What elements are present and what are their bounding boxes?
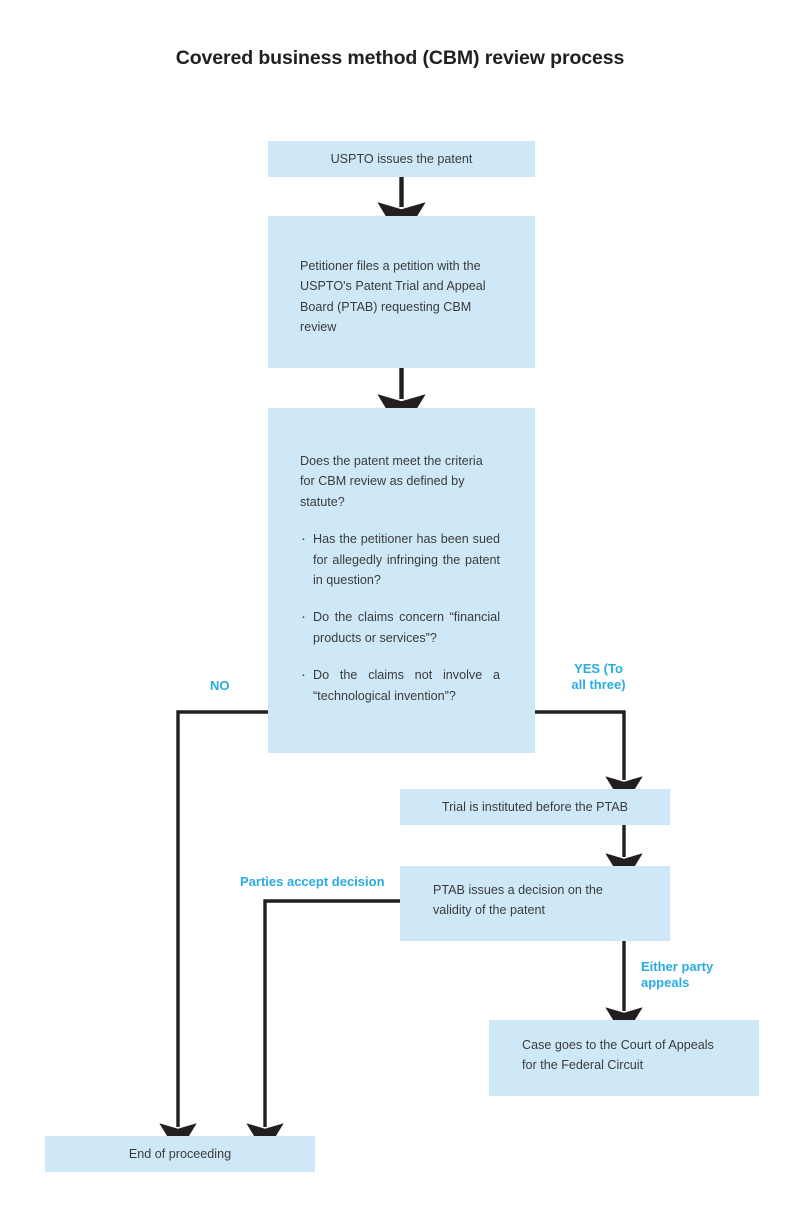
edge-criteria-yes-to-trial	[535, 710, 643, 807]
edge-label-parties-accept-decision: Parties accept decision	[240, 874, 385, 889]
node-criteria-bullet-list: Has the petitioner has been sued for all…	[300, 528, 500, 706]
edge-label-either-party-appeals: Either party appeals	[641, 959, 714, 991]
edge-criteria-no-to-end	[159, 710, 268, 1154]
edge-label-yes: YES (To all three)	[571, 661, 626, 693]
node-petition-label: Petitioner files a petition with the USP…	[300, 259, 486, 335]
edge-label-no: NO	[210, 678, 230, 693]
node-petitioner-files-petition[interactable]: Petitioner files a petition with the USP…	[268, 216, 535, 368]
node-end-of-proceeding[interactable]: End of proceeding	[45, 1136, 315, 1172]
node-uspto-issues-patent[interactable]: USPTO issues the patent	[268, 141, 535, 177]
node-trial-instituted[interactable]: Trial is instituted before the PTAB	[400, 789, 670, 825]
node-trial-label: Trial is instituted before the PTAB	[441, 799, 629, 814]
page-title: Covered business method (CBM) review pro…	[175, 47, 625, 69]
node-criteria-decision[interactable]: Does the patent meet the criteria for CB…	[268, 408, 535, 753]
node-criteria-bullet-3: Do the claims not involve a “technologic…	[300, 664, 500, 706]
node-appeals-label: Case goes to the Court of Appeals for th…	[522, 1038, 714, 1073]
node-criteria-bullet-2: Do the claims concern “financial product…	[300, 606, 500, 648]
node-criteria-question: Does the patent meet the criteria for CB…	[300, 454, 483, 509]
node-court-of-appeals[interactable]: Case goes to the Court of Appeals for th…	[489, 1020, 759, 1096]
node-issue-label: USPTO issues the patent	[330, 151, 473, 166]
node-ptab-label: PTAB issues a decision on the validity o…	[433, 883, 603, 918]
node-criteria-bullet-1: Has the petitioner has been sued for all…	[300, 528, 500, 590]
node-ptab-decision[interactable]: PTAB issues a decision on the validity o…	[400, 866, 670, 941]
node-end-label: End of proceeding	[128, 1146, 232, 1161]
edge-ptab-to-end	[246, 899, 400, 1154]
